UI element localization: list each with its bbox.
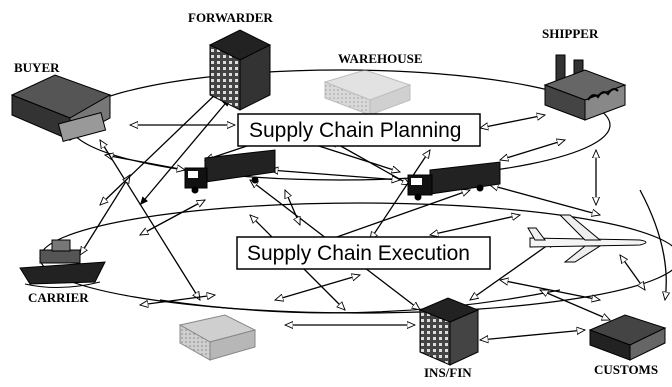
truck-icon-left [184,149,276,194]
customs-label: CUSTOMS [594,362,658,377]
shipper-label: SHIPPER [542,26,599,41]
airplane-icon [527,214,647,263]
ins-fin-icon [418,297,480,366]
customs-icon [588,314,667,361]
forwarder-label: FORWARDER [188,10,273,25]
planning-box-label: Supply Chain Planning [249,119,461,142]
truck-icon-right [407,161,501,201]
planning-box [237,113,481,147]
terminal-icon [178,314,257,361]
ins-fin-label: INS/FIN [424,365,472,380]
forwarder-icon [208,29,272,111]
buyer-label: BUYER [14,60,60,75]
carrier-icon [19,239,106,289]
warehouse-label: WAREHOUSE [338,51,423,66]
shipper-icon [543,54,627,121]
carrier-label: CARRIER [28,290,89,305]
buyer-icon [10,74,112,142]
warehouse-icon [323,69,412,116]
execution-box [236,236,491,270]
execution-box-label: Supply Chain Execution [247,242,470,265]
